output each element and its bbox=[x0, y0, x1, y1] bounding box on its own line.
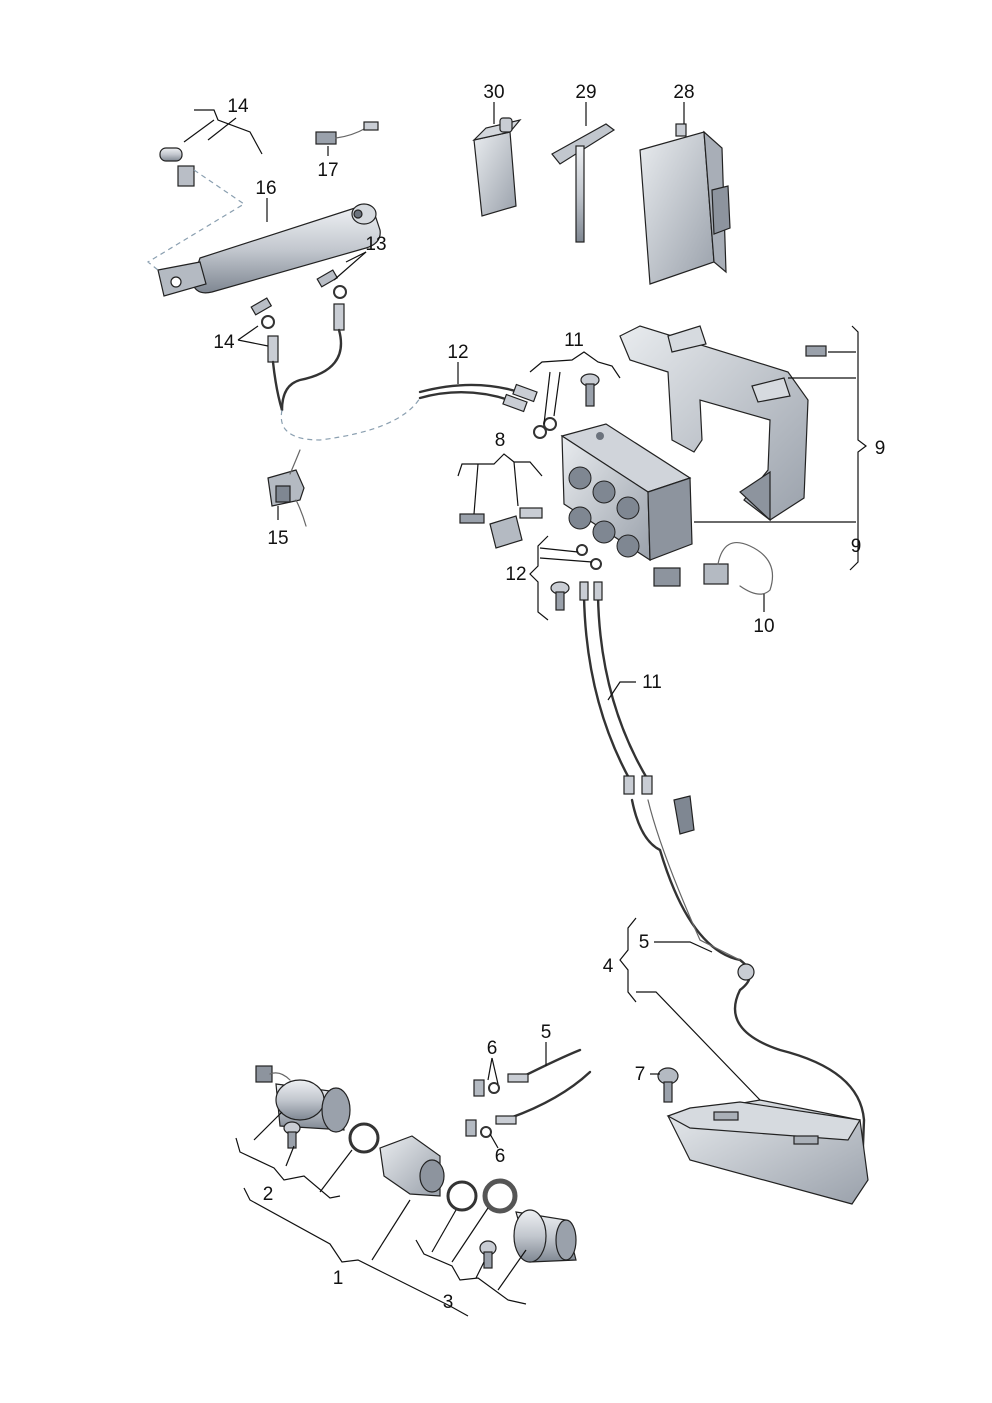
callout-18: 14 bbox=[227, 96, 249, 117]
callout-9-right: 9 bbox=[851, 536, 862, 557]
callout-28: 28 bbox=[673, 82, 694, 103]
part-14-hose-set bbox=[267, 303, 345, 412]
part-16-hydraulic-cylinder bbox=[157, 203, 381, 297]
callout-7: 7 bbox=[635, 1064, 646, 1085]
part-3-connector bbox=[513, 1209, 577, 1263]
callout-29: 29 bbox=[575, 82, 596, 103]
part-3-screw bbox=[479, 1240, 497, 1269]
callout-6-bottom: 6 bbox=[495, 1146, 506, 1167]
callout-14-right: 13 bbox=[365, 234, 386, 255]
part-5-short-hoses bbox=[495, 1048, 592, 1125]
part-28-control-unit bbox=[639, 123, 731, 285]
part-12-screw-top bbox=[580, 373, 600, 407]
part-6-clips bbox=[465, 1079, 500, 1138]
callout-16: 16 bbox=[255, 178, 276, 199]
callout-8: 9 bbox=[875, 438, 886, 459]
callout-4: 4 bbox=[603, 956, 614, 977]
callout-17: 17 bbox=[317, 160, 338, 181]
callout-12-bottom: 12 bbox=[505, 564, 526, 585]
callout-10: 10 bbox=[753, 616, 774, 637]
part-7-screw bbox=[657, 1067, 679, 1103]
part-5-hose-harness bbox=[630, 795, 866, 1172]
part-9-valve-block bbox=[560, 423, 693, 562]
part-14-seals bbox=[250, 269, 347, 329]
part-2-screw bbox=[283, 1121, 301, 1149]
part-9-sensor-and-screw bbox=[459, 507, 543, 549]
callout-14-left: 14 bbox=[213, 332, 235, 353]
callout-13: 12 bbox=[447, 342, 468, 363]
part-12-screw-and-seals-bottom bbox=[550, 544, 602, 611]
part-2-socket bbox=[255, 1065, 351, 1133]
callout-labels: 14 17 16 13 14 15 12 11 8 9 9 12 10 11 5… bbox=[213, 82, 885, 1313]
part-8-screw bbox=[805, 345, 827, 357]
part-18-pin-and-clip bbox=[159, 147, 195, 187]
part-15-sensor bbox=[267, 449, 307, 527]
callout-5-right: 5 bbox=[639, 932, 650, 953]
callout-30: 30 bbox=[483, 82, 504, 103]
callout-15: 15 bbox=[267, 528, 288, 549]
part-10-wiring-harness bbox=[653, 542, 774, 595]
callout-11: 11 bbox=[642, 672, 662, 693]
callout-2: 2 bbox=[263, 1184, 274, 1205]
part-4-pump-tray bbox=[666, 1099, 869, 1205]
part-29-key-tool bbox=[551, 123, 616, 243]
callout-3: 3 bbox=[443, 1292, 454, 1313]
part-30-fluid-bottle bbox=[472, 117, 522, 217]
part-13-hose-lines bbox=[418, 383, 557, 439]
part-8-bracket bbox=[619, 325, 809, 522]
callout-1: 1 bbox=[333, 1268, 344, 1289]
callout-6-top: 6 bbox=[487, 1038, 498, 1059]
callout-5-bottom: 5 bbox=[541, 1022, 552, 1043]
part-3-o-ring bbox=[446, 1180, 478, 1212]
callout-12-top: 11 bbox=[564, 330, 584, 351]
part-17-connector bbox=[315, 121, 379, 145]
part-3-clamp bbox=[482, 1178, 518, 1214]
part-2-o-ring bbox=[348, 1122, 380, 1154]
callout-9-left: 8 bbox=[495, 430, 506, 451]
part-1-adapter-block bbox=[379, 1135, 445, 1197]
leader-lines bbox=[183, 102, 867, 1317]
